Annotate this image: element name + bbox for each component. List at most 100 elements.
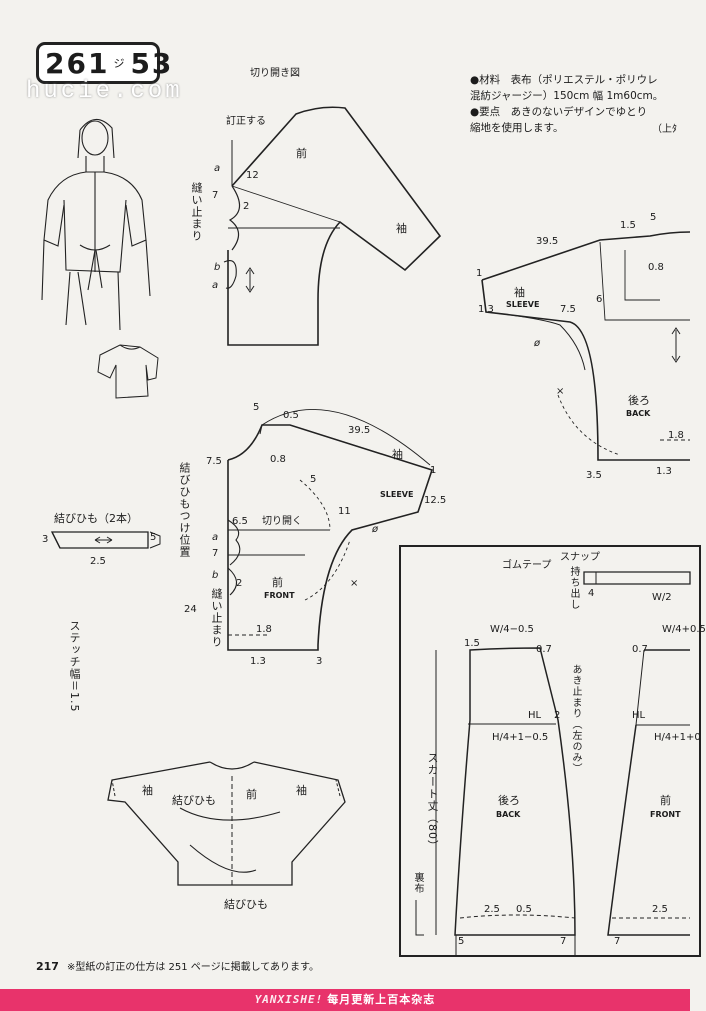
- sleeve-label-top: 袖: [396, 222, 407, 235]
- stitch-width-label: ステッチ幅＝1.5: [68, 620, 81, 713]
- materials-line-4-right: （上ﾀ: [652, 124, 677, 135]
- mark-phi-back: ø: [534, 338, 541, 349]
- mark-b-front: b: [212, 570, 219, 581]
- mark-x-front: ×: [350, 578, 359, 589]
- tie-count-label: 結びひも（2本）: [54, 512, 138, 525]
- skirt-7-back: 7: [560, 936, 567, 947]
- dim-1-front: 1: [430, 465, 437, 476]
- skirt-0.7-back: 0.7: [536, 644, 552, 655]
- dim-12.5-front: 12.5: [424, 495, 447, 506]
- dim-1-back: 1: [476, 268, 483, 279]
- skirt-hl-back: HL: [528, 710, 542, 721]
- front-en-main: FRONT: [264, 591, 295, 600]
- mark-phi-front: ø: [372, 524, 379, 535]
- tie-label-sketch-bottom: 結びひも: [224, 898, 268, 911]
- page-number: 217: [36, 960, 59, 973]
- front-label-sketch: 前: [246, 788, 257, 801]
- mark-a-bottom: a: [212, 280, 219, 291]
- dim-0.8-back: 0.8: [648, 262, 664, 273]
- dim-1.5-back: 1.5: [620, 220, 636, 231]
- front-label-top: 前: [296, 147, 307, 160]
- skirt-0.5-back: 0.5: [516, 904, 532, 915]
- correction-note: ※型紙の訂正の仕方は 251 ページに掲載してあります。: [66, 962, 319, 973]
- brand-tagline: 每月更新上百本杂志: [327, 993, 436, 1006]
- materials-line-2: 混紡ジャージー）150cm 幅 1m60cm。: [470, 90, 664, 102]
- dim-7-front: 7: [212, 548, 219, 559]
- skirt-2.5-front: 2.5: [652, 904, 668, 915]
- sew-stop-top: 縫い止まり: [190, 182, 203, 242]
- sleeve-en-back: SLEEVE: [506, 300, 540, 309]
- skirt-w2: W/2: [652, 592, 672, 603]
- skirt-back-en: BACK: [496, 810, 521, 819]
- sleeve-label-front: 袖: [392, 448, 403, 461]
- finished-garment-sketch: [107, 761, 346, 886]
- protrude-label: 持ち出し: [568, 566, 579, 610]
- dim-39.5-front: 39.5: [348, 425, 371, 436]
- dim-2-top: 2: [243, 201, 250, 212]
- skirt-pattern-back: [454, 647, 576, 955]
- dim-5-front-b: 5: [310, 474, 317, 485]
- materials-line-1: ●材料 表布（ポリエステル・ポリウレ: [470, 74, 658, 86]
- back-en: BACK: [626, 409, 651, 418]
- sleeve-label-sketch-right: 袖: [296, 784, 307, 797]
- skirt-w4-back: W/4−0.5: [490, 624, 534, 635]
- dim-1.8-back: 1.8: [668, 430, 684, 441]
- brand-name: YANXISHE!: [254, 993, 324, 1006]
- skirt-h4-front: H/4+1+0: [654, 732, 701, 743]
- mark-a-front: a: [212, 532, 219, 543]
- back-label: 後ろ: [628, 394, 650, 407]
- dim-5-back: 5: [650, 212, 657, 223]
- skirt-front-label: 前: [660, 794, 671, 807]
- cut-open-label: 切り開く: [262, 516, 302, 527]
- dim-7-top: 7: [212, 190, 219, 201]
- dim-24: 24: [184, 604, 197, 615]
- watermark: hucie.com: [26, 78, 183, 105]
- dim-3-tie: 3: [42, 534, 49, 545]
- dim-39.5-back: 39.5: [536, 236, 559, 247]
- cut-open-title: 切り開き図: [250, 68, 300, 79]
- tie-label-sketch: 結びひも: [172, 794, 216, 807]
- badge-number: 261: [45, 46, 110, 80]
- skirt-w4-front: W/4+0.5: [662, 624, 706, 635]
- waistband: [583, 571, 691, 585]
- elastic-label: ゴムテープ: [502, 560, 552, 571]
- tie-strip-drawing: [50, 531, 161, 549]
- mark-x-back: ×: [556, 386, 565, 397]
- skirt-7-front: 7: [614, 936, 621, 947]
- skirt-2: 2: [554, 710, 561, 721]
- dim-5-tie: 5: [150, 532, 157, 543]
- dim-12: 12: [246, 170, 259, 181]
- skirt-1.5: 1.5: [464, 638, 480, 649]
- cut-open-pattern: [223, 106, 442, 346]
- badge-code: 53: [130, 46, 174, 80]
- dim-1.8-front: 1.8: [256, 624, 272, 635]
- sew-stop-front: 縫い止まり: [210, 588, 223, 648]
- dim-6-back: 6: [596, 294, 603, 305]
- page-footnote: 217 ※型紙の訂正の仕方は 251 ページに掲載してあります。: [36, 958, 319, 973]
- dim-6.5-front: 6.5: [232, 516, 248, 527]
- dim-7.5-front: 7.5: [206, 456, 222, 467]
- skirt-pattern-front: [607, 649, 690, 936]
- skirt-front-en: FRONT: [650, 810, 681, 819]
- skirt-length-label: スカート丈（80）: [426, 752, 439, 852]
- skirt-2.5-back: 2.5: [484, 904, 500, 915]
- skirt-hl-front: HL: [632, 710, 646, 721]
- mark-b-top: b: [214, 262, 221, 273]
- sleeve-label-sketch-left: 袖: [142, 784, 153, 797]
- dim-3.5-back: 3.5: [586, 470, 602, 481]
- pattern-number-badge: 261 ジ 53: [36, 42, 171, 84]
- materials-line-3: ●要点 あきのないデザインでゆとり: [470, 106, 648, 118]
- dim-0.5-front: 0.5: [283, 410, 299, 421]
- badge-sub: ジ: [113, 57, 127, 70]
- sleeve-en-front: SLEEVE: [380, 490, 414, 499]
- skirt-dim-4: 4: [588, 588, 595, 599]
- dim-7.5-back: 7.5: [560, 304, 576, 315]
- front-label-main: 前: [272, 576, 283, 589]
- pattern-drawing: [41, 106, 701, 957]
- dim-3-front: 3: [316, 656, 323, 667]
- opening-label: あき止まり（左のみ）: [570, 664, 581, 774]
- dim-5-front: 5: [253, 402, 260, 413]
- sleeve-label-back: 袖: [514, 286, 525, 299]
- model-illustration: [41, 118, 151, 331]
- dim-1.3-back: 1.3: [656, 466, 672, 477]
